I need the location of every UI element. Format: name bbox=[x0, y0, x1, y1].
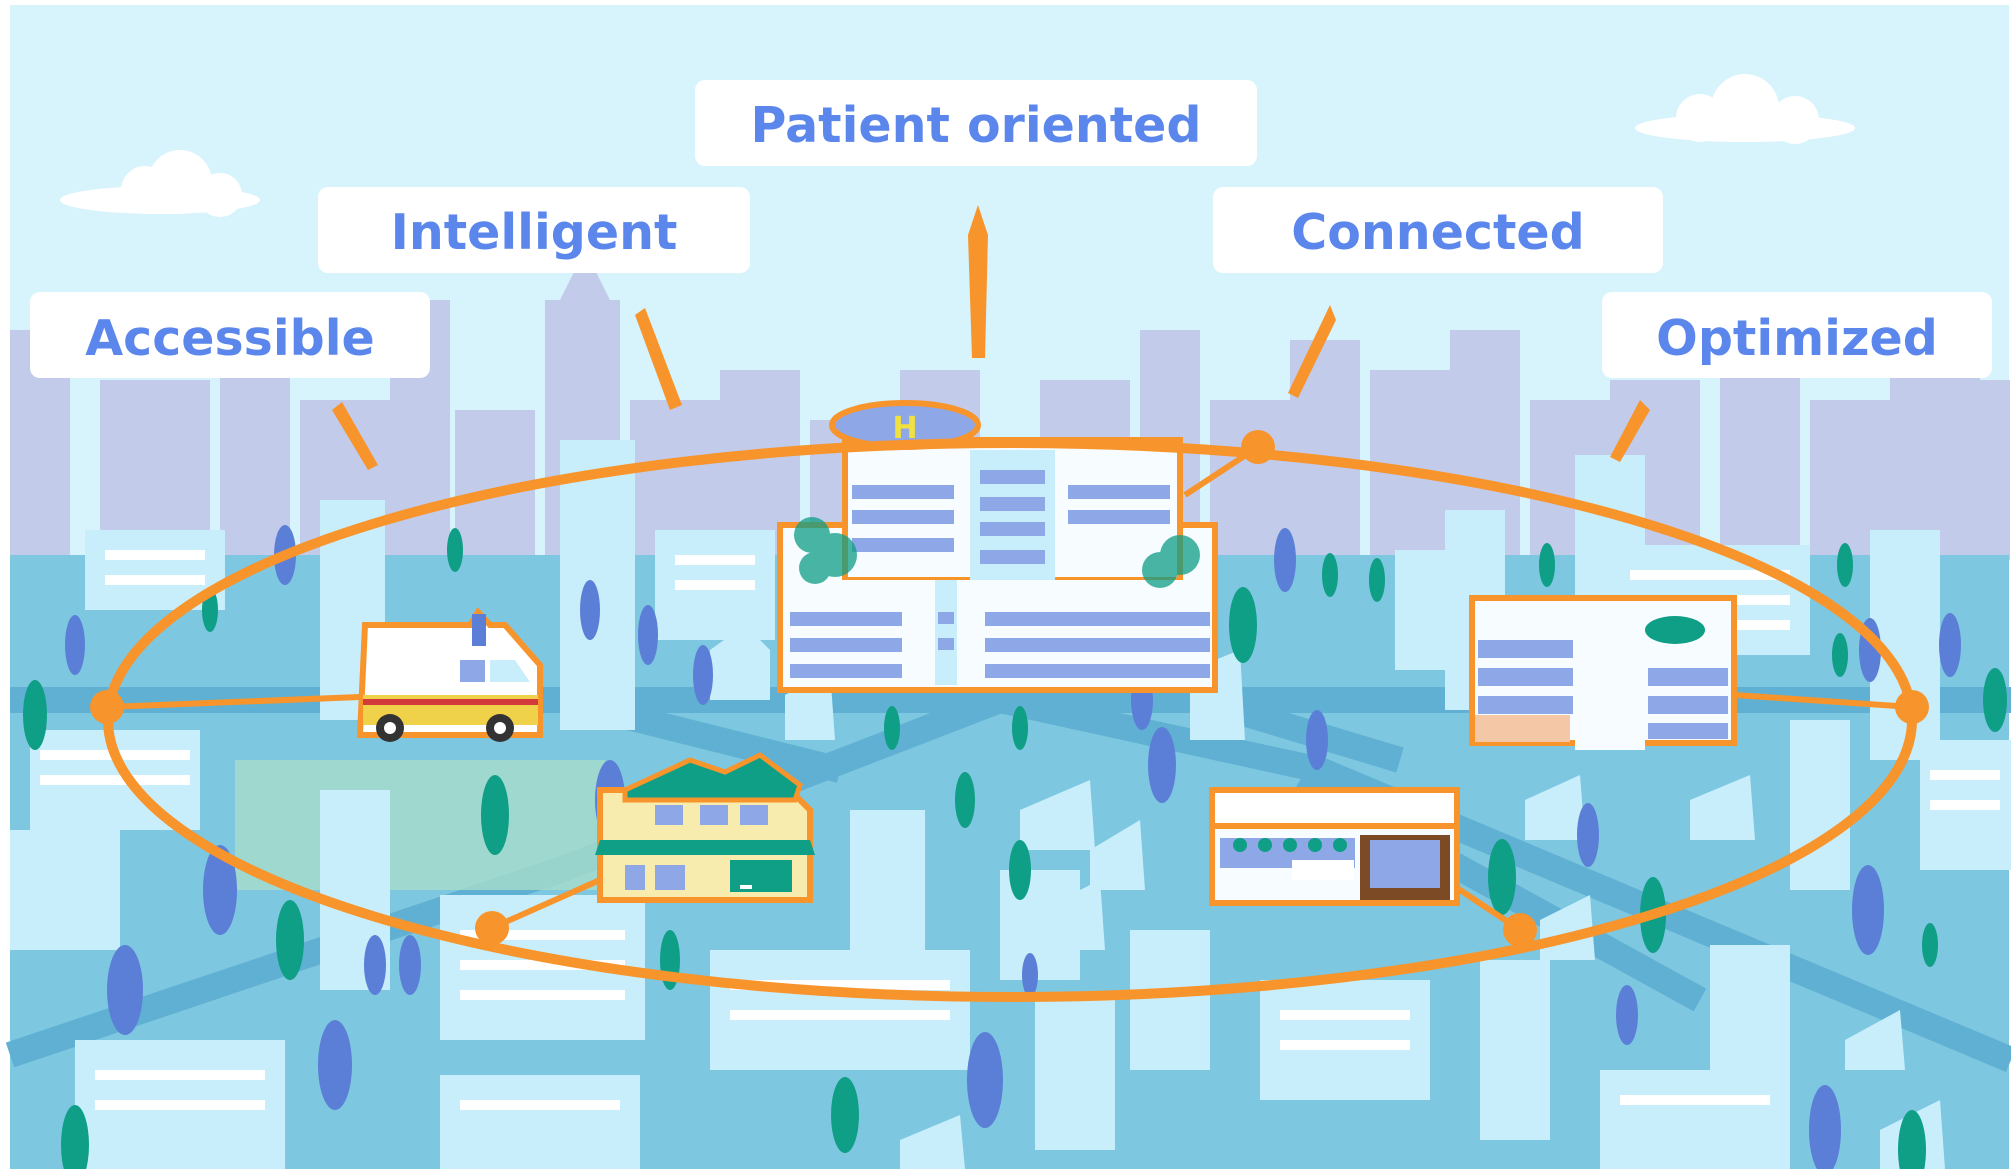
small-houses bbox=[710, 625, 1945, 1169]
label-connected: Connected bbox=[1213, 187, 1663, 273]
label-optimized-text: Optimized bbox=[1656, 310, 1938, 367]
hospital-icon: H bbox=[777, 400, 1218, 693]
pharmacy-icon bbox=[1209, 787, 1460, 906]
cloud-icon bbox=[60, 150, 260, 217]
cloud-icon bbox=[1635, 74, 1855, 144]
label-patient-oriented-text: Patient oriented bbox=[751, 97, 1202, 154]
label-connected-text: Connected bbox=[1291, 204, 1584, 261]
network-nodes bbox=[90, 430, 1929, 947]
rays bbox=[332, 205, 1650, 470]
park bbox=[235, 760, 605, 890]
label-intelligent-text: Intelligent bbox=[391, 204, 678, 261]
tree-icon bbox=[23, 525, 2007, 1169]
label-patient-oriented: Patient oriented bbox=[695, 80, 1257, 166]
label-optimized: Optimized bbox=[1602, 292, 1992, 378]
label-accessible-text: Accessible bbox=[85, 310, 374, 367]
label-intelligent: Intelligent bbox=[318, 187, 750, 273]
ambulance-icon bbox=[356, 607, 543, 742]
clinic-icon bbox=[1469, 595, 1737, 750]
label-accessible: Accessible bbox=[30, 292, 430, 378]
house-icon bbox=[595, 752, 815, 903]
